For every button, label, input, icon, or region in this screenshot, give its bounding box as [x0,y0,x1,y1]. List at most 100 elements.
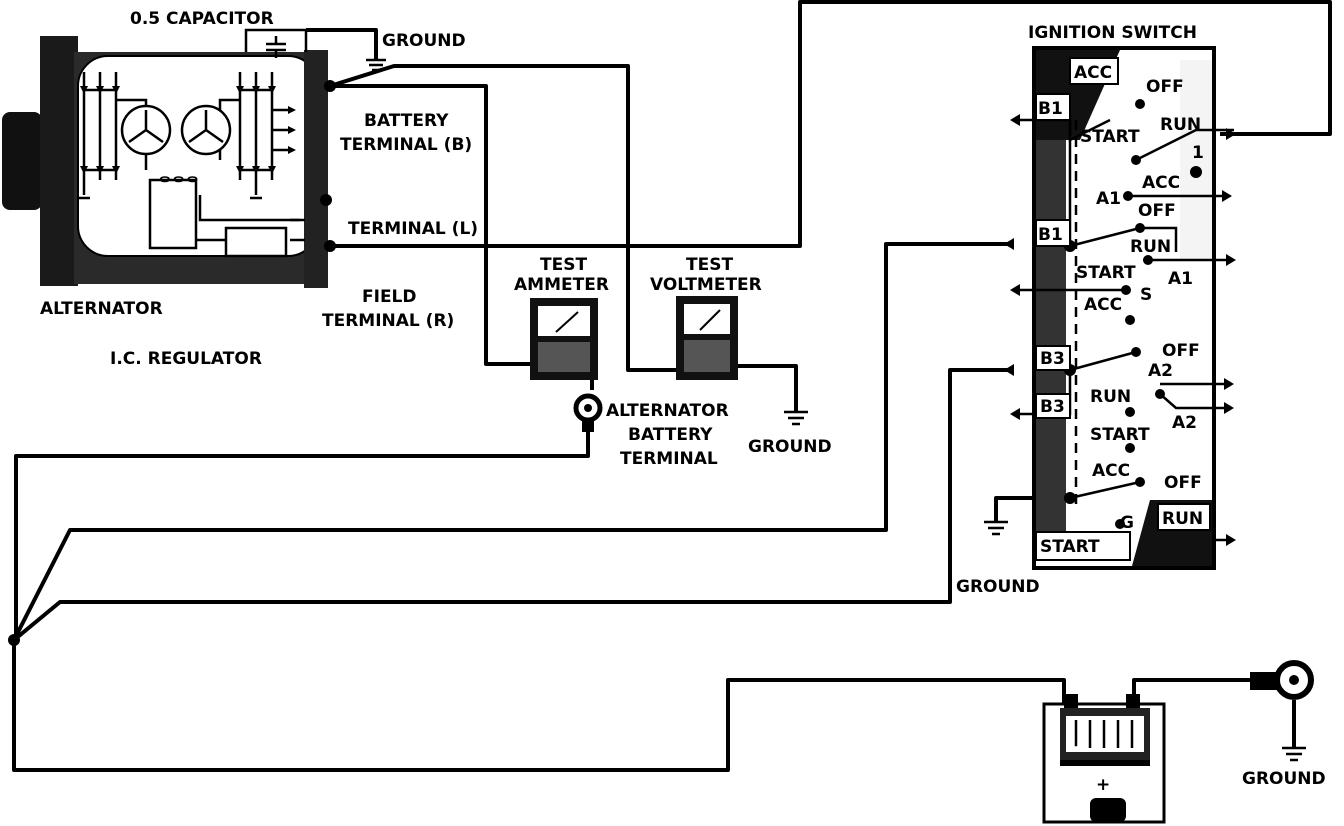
battery-base [1060,760,1150,766]
test-ammeter [530,298,598,380]
wire-junction-dot [8,634,20,646]
ground-switch-label: GROUND [956,577,1040,597]
sw-start-2: START [1076,263,1136,283]
sw-b1-a: B1 [1038,99,1063,119]
field-coil-symbol: ᄋᄋᄋ [158,174,199,192]
regulator-wiring [148,178,305,250]
capacitor-label: 0.5 CAPACITOR [130,9,274,29]
battery-clamp-terminal [1250,660,1314,700]
sw-off-4: OFF [1164,473,1202,493]
battery-terminal-label-2: TERMINAL (B) [340,135,472,155]
alternator-rear-housing [304,50,328,288]
sw-one: 1 [1192,143,1204,163]
sw-start-4: START [1040,537,1100,557]
sw-b3-b: B3 [1040,397,1065,417]
battery-post-neg [1064,694,1078,708]
ammeter-dial [538,306,590,336]
ground-icon-battery [1282,746,1306,762]
battery-tray [1090,798,1126,822]
sw-a2-a: A2 [1148,361,1173,381]
test-voltmeter-label-1: TEST [686,255,733,275]
ammeter-needle [555,311,579,333]
sw-acc-2: ACC [1142,173,1180,193]
ic-regulator-block [224,226,288,258]
switch-b1-box-b [1035,219,1071,247]
sw-off-3: OFF [1162,341,1200,361]
switch-acc-box [1069,57,1119,85]
ground-symbols [366,58,1306,762]
sw-a2-b: A2 [1172,413,1197,433]
voltmeter-lower-face [684,340,730,372]
wire-capacitor-ground [306,28,378,60]
sw-run-1: RUN [1160,115,1201,135]
stator-winding-1 [120,104,172,156]
ground-icon-voltmeter [784,410,808,426]
wire-junction-to-b3 [12,368,1008,642]
wire-terminal-to-junction [14,430,590,640]
sw-acc-4: ACC [1092,461,1130,481]
alternator: ᄋᄋᄋ [2,28,336,288]
test-ammeter-label-2: AMMETER [514,275,609,295]
test-voltmeter-label-2: VOLTMETER [650,275,762,295]
alt-batt-terminal-label-3: TERMINAL [620,449,718,469]
sw-start-3: START [1090,425,1150,445]
sw-off-1: OFF [1146,77,1184,97]
ammeter-lower-face [538,342,590,372]
sw-acc-top: ACC [1074,63,1112,83]
wire-battery-to-clamp [1132,678,1256,704]
battery-post-pos [1126,694,1140,708]
ground-icon-switch [984,520,1008,536]
wire-field-to-ignition [330,0,1332,248]
alternator-label: ALTERNATOR [40,299,163,319]
labels: 0.5 CAPACITOR GROUND BATTERY TERMINAL (B… [40,9,1326,795]
test-voltmeter [676,296,738,380]
diode-symbols [80,86,296,174]
sw-run-3: RUN [1090,387,1131,407]
ground-voltmeter-label: GROUND [748,437,832,457]
wire-junction-to-b1 [12,242,1008,641]
alternator-pulley [2,112,42,210]
alt-batt-terminal-label-2: BATTERY [628,425,713,445]
sw-run-2: RUN [1130,237,1171,257]
battery-terminal-label-1: BATTERY [364,111,449,131]
switch-b3-box-a [1035,345,1071,371]
test-ammeter-label-1: TEST [540,255,587,275]
ground-icon-top [366,58,386,72]
terminal-l [320,194,332,206]
wires [12,0,1332,772]
sw-off-2: OFF [1138,201,1176,221]
wire-voltmeter-ground [734,364,798,412]
sw-run-4: RUN [1162,509,1203,529]
switch-b1-box-a [1035,93,1071,121]
sw-start-1: START [1080,127,1140,147]
sw-a1-a: A1 [1096,189,1121,209]
switch-labels: ACC OFF B1 START RUN 1 A1 ACC OFF B1 RUN… [1038,63,1204,557]
ignition-switch [1004,46,1236,570]
field-terminal-label-1: FIELD [362,287,417,307]
wire-batt-to-voltmeter [329,64,680,372]
ground-battery-label: GROUND [1242,769,1326,789]
battery-plus-mark-2: + [1096,775,1110,795]
sw-s: S [1140,285,1152,305]
switch-shade-right [1180,60,1212,260]
sw-b1-b: B1 [1038,225,1063,245]
voltmeter-needle [699,309,721,331]
wire-batt-to-ammeter [330,84,532,366]
ignition-switch-title: IGNITION SWITCH [1028,23,1197,43]
sw-acc-3: ACC [1084,295,1122,315]
stator-winding-2 [180,104,232,156]
sw-g: G [1120,513,1134,533]
battery-plus-mark-1: + [1072,738,1085,756]
sw-a1-b: A1 [1168,269,1193,289]
capacitor [244,28,308,58]
switch-b3-box-b [1035,393,1071,419]
field-terminal-label-2: TERMINAL (R) [322,311,454,331]
sw-b3-a: B3 [1040,349,1065,369]
switch-arrowheads [1004,114,1236,546]
ic-regulator-label: I.C. REGULATOR [110,349,262,369]
alt-batt-terminal-label-1: ALTERNATOR [606,401,729,421]
battery [1042,694,1166,824]
alternator-battery-terminal-connector [573,393,603,432]
ground-top-label: GROUND [382,31,466,51]
